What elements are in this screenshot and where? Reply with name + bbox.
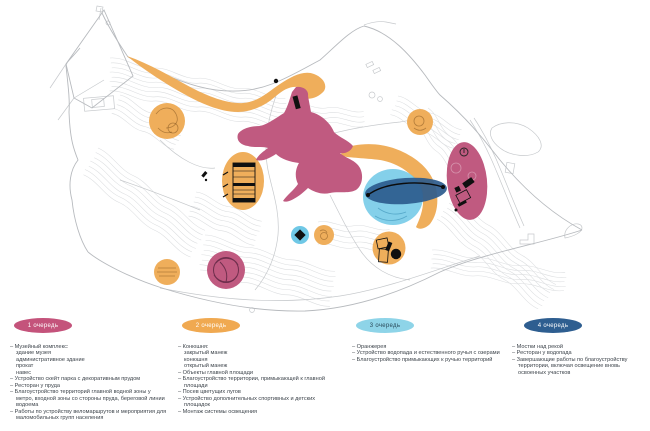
phase-subitem: здание музея (16, 350, 52, 357)
phase-subitem: закрытый манеж (184, 350, 228, 357)
zone-phase1-skatepark-circle (207, 251, 245, 289)
phase-item: – Музейный комплекс: (10, 344, 69, 350)
phase-badge: 1 очередь (14, 318, 72, 333)
phase-item: – Мостки над рекой (512, 344, 563, 350)
phase-item-list: – Мостки над рекой– Ресторан у водопада–… (512, 344, 642, 376)
phase-item: – Благоустройство территорий главной вод… (10, 389, 165, 409)
phase-badge: 2 очередь (182, 318, 240, 333)
legend-phase-4: 4 очередь – Мостки над рекой– Ресторан у … (512, 318, 642, 376)
phase-subitem: административное здание (16, 356, 85, 363)
sports-area-icons (375, 237, 402, 263)
phase-item: – Объекты главной площади (178, 369, 253, 376)
legend: 1 очередь – Музейный комплекс:здание музе… (0, 318, 650, 431)
phase-item-list: – Оранжерея– Устройство водопада и естес… (352, 344, 500, 363)
zone-phase1-pond (237, 86, 363, 202)
phase-item: – Конюшня: (178, 344, 209, 350)
zone-phase2-main-square-band (340, 144, 438, 229)
pavilion-diamond-icon (294, 229, 306, 241)
phase-subitem: открытый манеж (184, 363, 228, 370)
phase-item: – Монтаж системы освещения (178, 408, 258, 415)
phase-item: – Посев цветущих лугов (178, 389, 241, 396)
phase-badge: 4 очередь (524, 318, 582, 333)
phase-item: – Устройство скейт парка с декоративным … (10, 376, 141, 383)
phase-subitem: конюшня (184, 356, 208, 363)
stable-buildings-icons (201, 162, 256, 203)
phase-item: – Благоустройство территории, примыкающе… (178, 376, 325, 389)
zone-phase4-river-bridges (365, 177, 447, 205)
phase-item: – Благоустройство примыкающих к ручью те… (352, 356, 493, 363)
river-line (366, 182, 445, 197)
phase-badge: 3 очередь (356, 318, 414, 333)
phase-item: – Оранжерея (352, 344, 387, 350)
stream-lines (374, 207, 408, 221)
legend-phase-1: 1 очередь – Музейный комплекс:здание музе… (10, 318, 168, 422)
zone-phase2-promenade-band (127, 56, 326, 112)
zone-phase2-circle-small-center (314, 225, 334, 245)
phase-item: – Устройство дополнительных спортивных и… (178, 395, 315, 409)
skatepark-sketch (213, 257, 239, 283)
orange-circle-sketches (155, 107, 427, 277)
pond-structures (273, 78, 301, 110)
phase-subitem: навес (16, 369, 32, 376)
zone-phase2-circle-northeast (407, 109, 433, 135)
phase-item: – Ресторан у водопада (512, 350, 572, 357)
museum-buildings-icons (450, 147, 477, 212)
phase-item: – Устройство водопада и естественного ру… (352, 350, 500, 357)
legend-phase-3: 3 очередь – Оранжерея– Устройство водопад… (352, 318, 500, 363)
phase-subitem: прокат (16, 363, 34, 370)
phase-item: – Ресторан у пруда (10, 382, 60, 389)
phase-item: – Работы по устройству веломаршрутов и м… (10, 408, 167, 422)
site-boundary (65, 9, 583, 312)
phase-item: – Завершающие работы по благоустройству … (512, 356, 628, 376)
